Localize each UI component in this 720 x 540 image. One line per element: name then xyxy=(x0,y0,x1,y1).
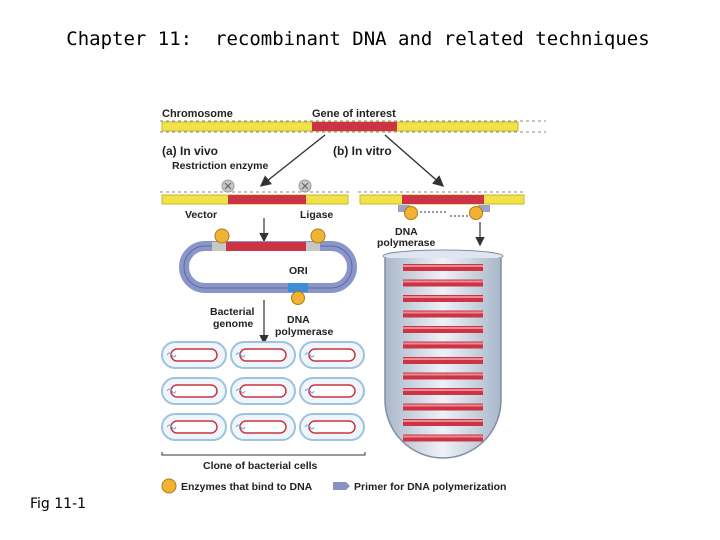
bacterial-cell xyxy=(230,341,296,369)
dna-band-highlight xyxy=(403,420,483,422)
dna-band xyxy=(403,341,483,349)
enzyme-icon xyxy=(214,228,230,244)
bacterial-cell-clone xyxy=(161,341,365,441)
dna-band xyxy=(403,326,483,333)
legend-primer-label: Primer for DNA polymerization xyxy=(354,481,506,493)
chromosome xyxy=(160,120,546,133)
bacterial-cell xyxy=(230,413,296,441)
in-vitro-polymerase-icon-left xyxy=(404,206,418,220)
dna-band xyxy=(403,279,483,287)
clone-label: Clone of bacterial cells xyxy=(203,460,318,472)
ligase-label: Ligase xyxy=(300,209,333,221)
dna-band xyxy=(403,434,483,442)
dna-polymerase-enzyme-icon xyxy=(291,291,305,305)
arrow-to-in-vivo xyxy=(259,134,326,187)
ori-label: ORI xyxy=(289,265,308,277)
dna-band xyxy=(403,372,483,380)
amplified-dna-bands xyxy=(403,264,483,442)
in-vitro-polymerase-icon-right xyxy=(469,206,483,220)
dna-band-highlight xyxy=(403,435,483,438)
dna-band xyxy=(403,357,483,364)
gene-of-interest-segment xyxy=(312,122,397,131)
bacterial-cell xyxy=(299,341,365,369)
dna-band-highlight xyxy=(403,311,483,314)
dna-band-highlight xyxy=(403,265,483,267)
figure-label: Fig 11-1 xyxy=(30,496,87,512)
bacterial-cell xyxy=(161,413,227,441)
bacterial-genome-label-line1: Bacterial xyxy=(210,306,254,318)
dna-band-highlight xyxy=(403,373,483,376)
ori-segment xyxy=(288,283,308,292)
arrow-to-in-vitro xyxy=(384,134,445,187)
in-vivo-dna-fragment xyxy=(160,191,350,205)
dna-band-highlight xyxy=(403,296,483,298)
in-vitro-label: (b) In vitro xyxy=(333,144,392,158)
restriction-enzyme-label: Restriction enzyme xyxy=(172,160,268,172)
dna-polymerase-label-line1: DNA xyxy=(287,314,310,326)
dna-band xyxy=(403,388,483,395)
plasmid-vector xyxy=(179,241,357,293)
dna-band xyxy=(403,295,483,302)
primer-icon-right xyxy=(478,205,490,212)
in-vitro-dna-template xyxy=(358,191,526,217)
dna-band xyxy=(403,264,483,271)
dna-band-highlight xyxy=(403,342,483,345)
bacterial-cell xyxy=(161,341,227,369)
ligase-enzyme-icon xyxy=(310,228,326,244)
restriction-enzyme-icon xyxy=(221,179,312,193)
dna-band xyxy=(403,403,483,411)
bacterial-cell xyxy=(230,377,296,405)
bacterial-genome-label-line2: genome xyxy=(213,318,253,330)
dna-polymerase-label-line2: polymerase xyxy=(275,326,334,338)
vector-label: Vector xyxy=(185,209,217,221)
bacterial-cell xyxy=(299,413,365,441)
chromosome-label: Chromosome xyxy=(162,108,233,120)
dna-band-highlight xyxy=(403,404,483,407)
primer-icon xyxy=(398,205,410,212)
slide-title: Chapter 11: recombinant DNA and related … xyxy=(66,28,650,50)
bacterial-cell xyxy=(161,377,227,405)
legend-enzymes-label: Enzymes that bind to DNA xyxy=(181,481,313,493)
dna-band-highlight xyxy=(403,280,483,283)
in-vivo-label: (a) In vivo xyxy=(162,144,218,158)
dna-band-highlight xyxy=(403,327,483,329)
clone-bracket xyxy=(161,452,366,456)
in-vitro-dna-polymerase-line1: DNA xyxy=(395,226,418,238)
gene-label: Gene of interest xyxy=(312,108,396,120)
in-vitro-dna-polymerase-line2: polymerase xyxy=(377,237,436,249)
dna-band xyxy=(403,310,483,318)
dna-band-highlight xyxy=(403,358,483,360)
dna-band xyxy=(403,419,483,426)
bacterial-cell xyxy=(299,377,365,405)
dna-band-highlight xyxy=(403,389,483,391)
legend-enzyme-icon xyxy=(161,478,177,494)
legend-primer-icon xyxy=(333,482,350,490)
